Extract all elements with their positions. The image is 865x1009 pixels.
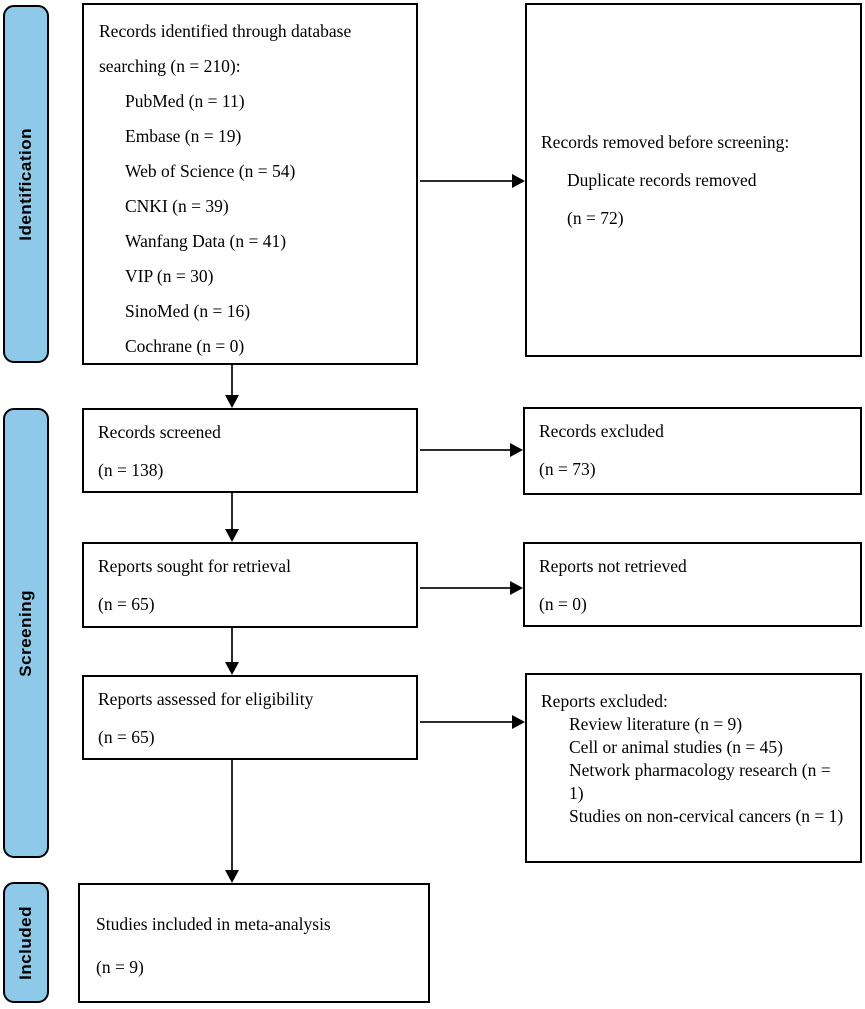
stage-included: Included — [3, 882, 49, 1003]
database-item-vip: VIP (n = 30) — [125, 266, 214, 286]
excluded-reason-review-literature: Review literature (n = 9) — [569, 714, 743, 734]
arrow-assessed-to-reports-excluded-head — [512, 715, 525, 729]
reports-assessed-count: (n = 65) — [98, 727, 155, 747]
studies-included-count: (n = 9) — [96, 957, 144, 977]
arrow-screened-to-excluded-line — [420, 449, 511, 451]
database-item-web-of-science: Web of Science (n = 54) — [125, 161, 296, 181]
excluded-reason-network-pharmacology: Network pharmacology research (n = 1) — [569, 760, 831, 803]
stage-screening-label: Screening — [16, 589, 35, 677]
database-item-cochrane: Cochrane (n = 0) — [125, 336, 245, 356]
arrow-identified-to-removed-line — [420, 180, 513, 182]
reports-sought-label: Reports sought for retrieval — [98, 556, 291, 576]
stage-screening: Screening — [3, 408, 49, 858]
arrow-screened-to-excluded-head — [510, 443, 523, 457]
reports-not-retrieved-count: (n = 0) — [539, 594, 587, 614]
database-item-embase: Embase (n = 19) — [125, 126, 242, 146]
records-removed-count: (n = 72) — [567, 208, 624, 228]
box-reports-assessed: Reports assessed for eligibility (n = 65… — [82, 675, 418, 760]
reports-assessed-label: Reports assessed for eligibility — [98, 689, 314, 709]
arrow-sought-to-not-retrieved-line — [420, 587, 511, 589]
records-screened-count: (n = 138) — [98, 460, 164, 480]
box-records-removed: Records removed before screening: Duplic… — [525, 3, 862, 357]
reports-sought-count: (n = 65) — [98, 594, 155, 614]
records-identified-title-line1: Records identified through database — [99, 21, 352, 41]
excluded-reason-cell-animal: Cell or animal studies (n = 45) — [569, 737, 783, 757]
arrow-sought-to-assessed-head — [225, 662, 239, 675]
arrow-identified-to-removed-head — [512, 174, 525, 188]
box-records-screened: Records screened (n = 138) — [82, 408, 418, 493]
arrow-screened-to-sought-head — [225, 529, 239, 542]
records-excluded-label: Records excluded — [539, 421, 664, 441]
records-screened-label: Records screened — [98, 422, 221, 442]
records-removed-duplicates: Duplicate records removed — [567, 170, 757, 190]
records-excluded-count: (n = 73) — [539, 459, 596, 479]
arrow-assessed-to-reports-excluded-line — [420, 721, 513, 723]
stage-identification-label: Identification — [16, 127, 35, 241]
arrow-assessed-to-included-line — [231, 760, 233, 871]
arrow-sought-to-not-retrieved-head — [510, 581, 523, 595]
box-reports-excluded-reasons: Reports excluded: Review literature (n =… — [525, 673, 862, 863]
database-item-wanfang: Wanfang Data (n = 41) — [125, 231, 287, 251]
studies-included-label: Studies included in meta-analysis — [96, 914, 331, 934]
box-records-excluded: Records excluded (n = 73) — [523, 407, 862, 495]
arrow-identified-to-screened-head — [225, 395, 239, 408]
excluded-reason-non-cervical: Studies on non-cervical cancers (n = 1) — [569, 806, 844, 826]
box-reports-sought: Reports sought for retrieval (n = 65) — [82, 542, 418, 628]
box-reports-not-retrieved: Reports not retrieved (n = 0) — [523, 542, 862, 627]
stage-identification: Identification — [3, 5, 49, 363]
arrow-assessed-to-included-head — [225, 870, 239, 883]
arrow-identified-to-screened-line — [231, 365, 233, 396]
arrow-sought-to-assessed-line — [231, 628, 233, 663]
records-identified-title-line2: searching (n = 210): — [99, 56, 241, 76]
arrow-screened-to-sought-line — [231, 493, 233, 530]
database-item-pubmed: PubMed (n = 11) — [125, 91, 245, 111]
reports-excluded-title: Reports excluded: — [541, 691, 668, 711]
box-studies-included: Studies included in meta-analysis (n = 9… — [78, 883, 430, 1003]
reports-not-retrieved-label: Reports not retrieved — [539, 556, 687, 576]
database-item-cnki: CNKI (n = 39) — [125, 196, 229, 216]
box-records-identified: Records identified through database sear… — [82, 3, 418, 365]
database-item-sinomed: SinoMed (n = 16) — [125, 301, 251, 321]
stage-included-label: Included — [16, 905, 35, 980]
records-removed-title: Records removed before screening: — [541, 132, 790, 152]
